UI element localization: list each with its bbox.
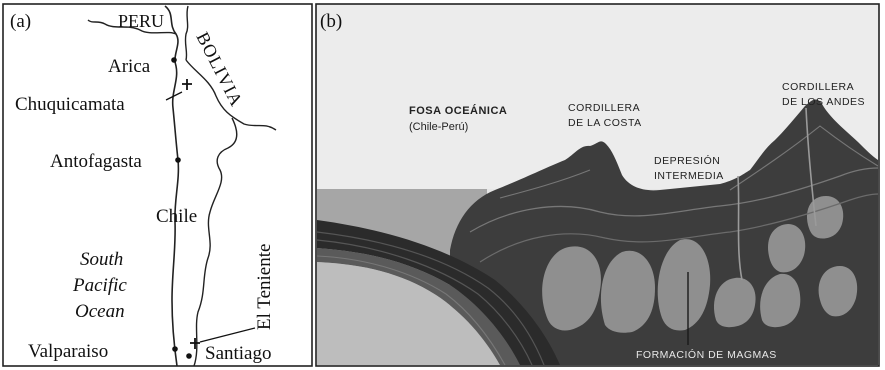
label-ocean-2: Pacific [72,275,127,296]
magma-blob-6 [768,224,806,273]
label-arica: Arica [108,56,151,77]
label-el-teniente: El Teniente [254,244,275,330]
label-chile: Chile [156,206,197,227]
label-ocean-3: Ocean [75,301,125,322]
mantle [317,262,500,365]
magma-blob-5 [760,273,801,328]
magma-blob-2 [600,250,655,333]
mine-chuquicamata [182,79,192,90]
label-cordillera-andes-1: CORDILLERA [782,81,854,93]
peru-bolivia-border [184,5,189,61]
label-depresion-1: DEPRESIÓN [654,154,720,167]
magma-blob-7 [806,196,844,239]
label-antofagasta: Antofagasta [50,151,142,172]
volcanic-conduit-1 [737,175,743,281]
crust-layer-1 [469,167,879,233]
dot-arica [171,57,177,63]
panel-a-frame [2,3,313,367]
label-santiago: Santiago [205,343,272,364]
panel-b: (b) FOSA OCEÁNICA (Chile-Perú) CORDILLER… [315,3,880,367]
crust-layer-2 [479,193,879,263]
label-cordillera-costa-2: DE LA COSTA [568,117,642,129]
oceanic-slab [317,220,560,365]
slab-stripe-3 [316,255,506,366]
label-cordillera-andes-2: DE LOS ANDES [782,96,865,108]
panel-a-label: (a) [10,11,31,32]
dot-antofagasta [175,157,181,163]
magma-blob-3 [657,239,711,331]
panel-a: (a) PERU BOLIVIA Chile South Pacific Oce… [2,3,313,367]
volcanic-conduit-2 [805,107,817,227]
label-fosa-sub: (Chile-Perú) [409,121,468,133]
pointer-el-teniente [199,327,256,343]
magma-blob-4 [714,277,756,328]
crust-layer-3 [499,125,879,199]
slab-stripe-2 [316,239,533,366]
slab-stripe-1 [316,231,545,366]
magma-blob-1 [542,246,601,331]
dot-valparaiso [172,346,178,352]
label-cordillera-costa-1: CORDILLERA [568,102,640,114]
peru-chile-border [87,19,177,35]
mine-el-teniente [190,338,200,349]
dot-santiago [186,353,192,359]
label-chuquicamata: Chuquicamata [15,94,125,115]
slab-inner-band [317,248,520,365]
label-fosa-oceanica: FOSA OCEÁNICA [409,104,507,117]
label-formacion-magmas: FORMACIÓN DE MAGMAS [636,348,777,361]
panel-b-label: (b) [320,11,342,32]
eastern-border [185,59,277,367]
label-peru: PERU [118,11,164,31]
coastline [164,5,180,367]
magma-blob-8 [818,266,858,317]
pointer-chuquicamata [165,91,183,101]
label-valparaiso: Valparaiso [28,341,108,362]
label-depresion-2: INTERMEDIA [654,170,724,182]
label-ocean-1: South [80,249,123,270]
